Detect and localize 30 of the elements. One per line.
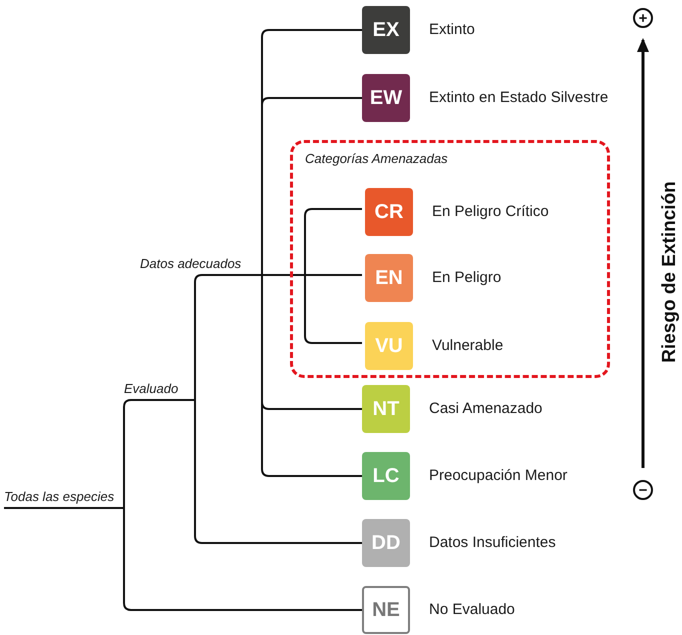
category-name: Extinto en Estado Silvestre — [429, 88, 608, 108]
tree-branch-line — [258, 274, 362, 477]
category-name: Extinto — [429, 20, 475, 40]
category-name: Vulnerable — [432, 336, 504, 356]
category-badge: NE — [362, 586, 410, 634]
minus-sign: − — [633, 480, 653, 500]
category-name: Datos Insuficientes — [429, 533, 556, 553]
category-badge: DD — [362, 519, 410, 567]
category-name: En Peligro — [432, 268, 502, 288]
category-badge: EN — [365, 254, 413, 302]
category-name: No Evaluado — [429, 600, 515, 620]
category-badge: CR — [365, 188, 413, 236]
branch-label: Evaluado — [124, 372, 190, 400]
category-badge: EW — [362, 74, 410, 122]
branch-label: Datos adecuados — [140, 248, 258, 275]
category-name: Casi Amenazado — [429, 399, 542, 419]
category-badge: NT — [362, 385, 410, 433]
plus-sign: + — [633, 8, 653, 28]
group-title: Categorías Amenazadas — [305, 151, 448, 166]
dashed-group-frame — [290, 140, 610, 378]
category-name: Preocupación Menor — [429, 466, 568, 486]
category-badge: LC — [362, 452, 410, 500]
category-name: En Peligro Crítico — [432, 202, 549, 222]
branch-label: Todas las especies — [4, 480, 126, 508]
tree-branch-line — [258, 97, 362, 276]
tree-branch-line — [4, 507, 362, 611]
category-badge: VU — [365, 322, 413, 370]
category-badge: EX — [362, 6, 410, 54]
tree-branch-line — [190, 399, 362, 544]
axis-title: Riesgo de Extinción — [659, 181, 681, 363]
